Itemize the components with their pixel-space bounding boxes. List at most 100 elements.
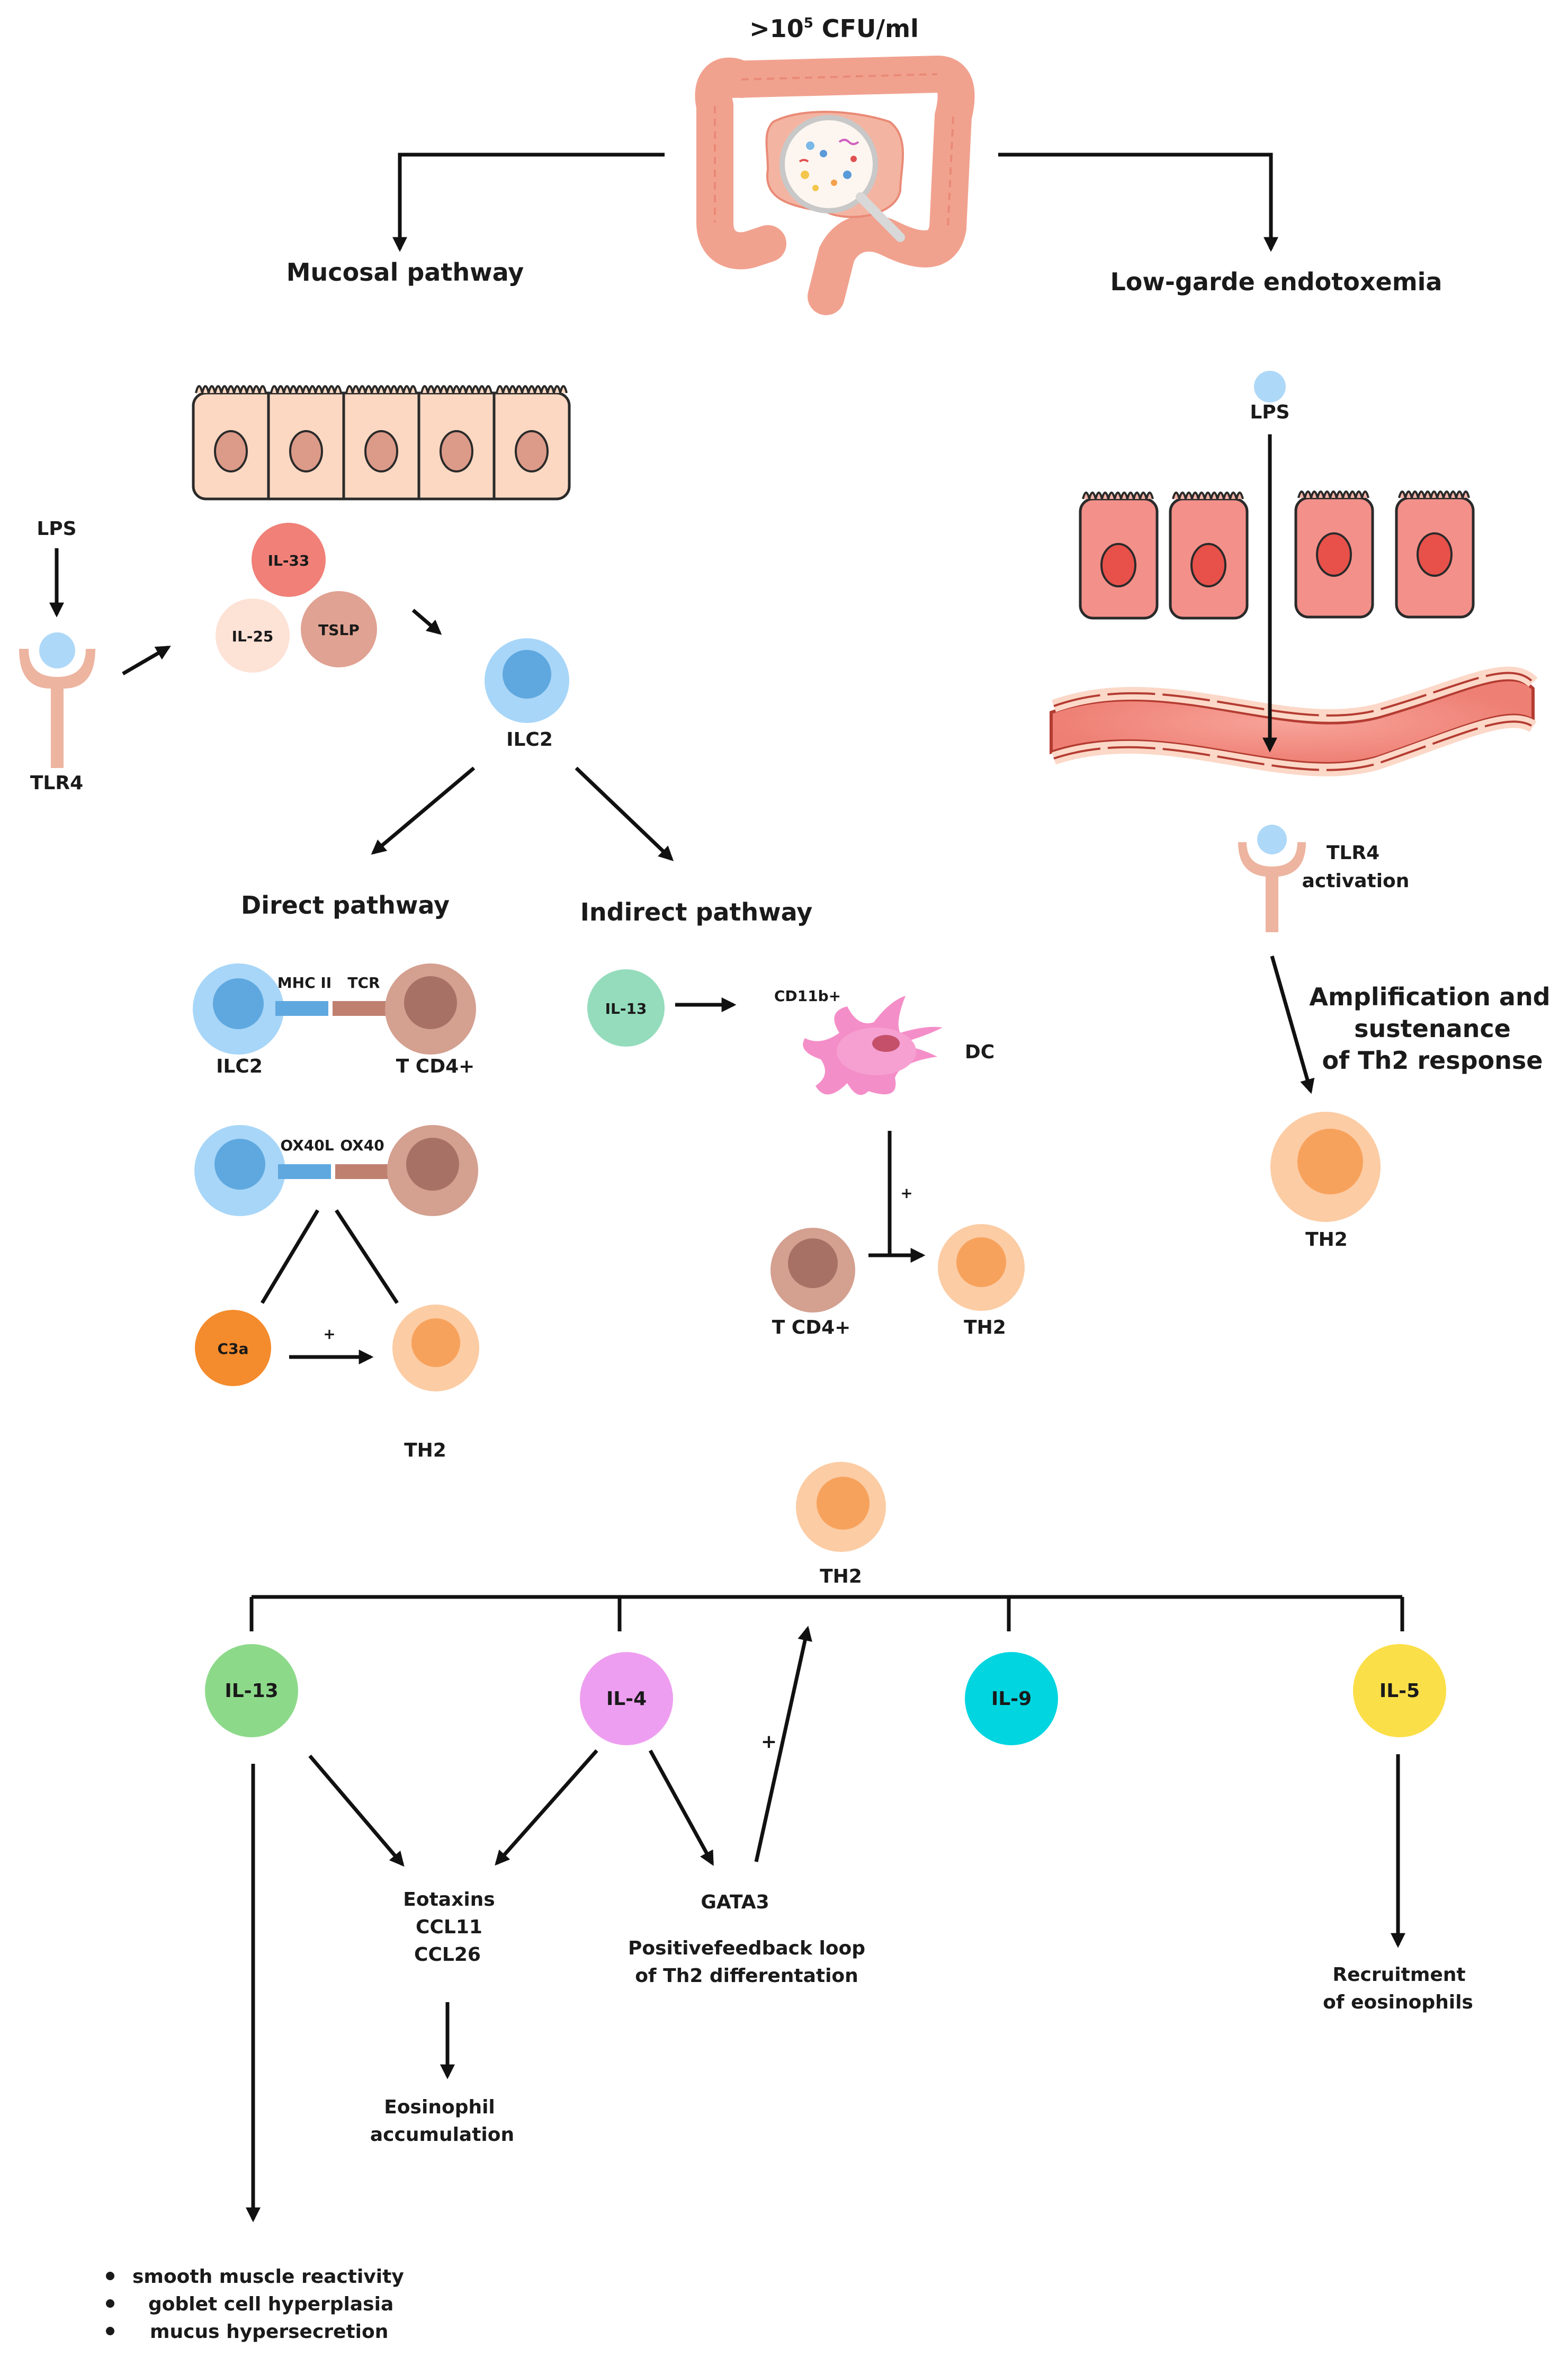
dendritic-cell-icon [803,996,943,1095]
il13-to-eotaxins-arrow [308,1754,405,1867]
il4-label: IL-4 [606,1688,647,1710]
il25-label: IL-25 [232,628,274,645]
ox40-left-line [260,1209,320,1304]
ox40-bar [335,1164,389,1179]
lps-particle [1254,371,1286,403]
il5-label: IL-5 [1379,1680,1420,1702]
ox40-tcd4-nucleus [406,1138,459,1191]
effect-item: smooth muscle reactivity [132,2266,404,2288]
dc-label: DC [965,1041,994,1063]
direct-th2-label: TH2 [404,1440,446,1461]
damaged-epithelium-icon [1079,490,1475,620]
mhc2-label: MHC II [277,974,331,992]
mhc2-bar [275,1001,328,1016]
endo-tlr4-receptor-icon [1238,825,1306,932]
c3a-plus: + [323,1325,335,1343]
amplification-label-2: sustenance [1354,1014,1511,1043]
il4-to-eotaxins-arrow [495,1749,598,1866]
bullet-dot [106,2327,114,2335]
direct-ilc2-nucleus [213,978,264,1029]
direct-th2-nucleus [411,1318,460,1367]
tslp-label: TSLP [318,621,360,639]
endo-lps-label: LPS [1250,401,1289,423]
indirect-il13-label: IL-13 [605,1000,647,1017]
mucosal-lps-label: LPS [37,518,76,540]
direct-pathway-title: Direct pathway [241,891,450,919]
indirect-tcd4-label: T CD4+ [772,1317,851,1338]
bottom-il13-node [205,1644,298,1737]
il5-node [1353,1644,1446,1737]
amplification-label-1: Amplification and [1309,983,1550,1011]
bottom-il13-label: IL-13 [225,1680,278,1702]
bullet-dot [106,2299,114,2308]
eos-accum-label-2: accumulation [370,2124,514,2146]
bottom-th2-nucleus [817,1477,870,1530]
cytokines-to-ilc2-arrow [411,609,442,635]
bottom-th2-label: TH2 [820,1566,862,1587]
il25-node [216,599,290,673]
indirect-th2-label: TH2 [964,1317,1006,1338]
mucosal-pathway-title: Mucosal pathway [286,258,524,287]
effect-item: goblet cell hyperplasia [148,2293,393,2315]
ilc2-to-indirect-arrow [575,766,674,861]
eotaxins-label-3: CCL26 [414,1944,481,1966]
tslp-node [301,591,377,667]
cfu-label: >105 CFU/ml [749,14,919,43]
ox40-right-line [335,1209,399,1304]
il4-node [580,1652,673,1745]
tcr-bar [333,1001,387,1016]
feedback-plus: + [761,1731,777,1753]
tlr4-activation-label-1: TLR4 [1327,842,1379,864]
amplification-label-3: of Th2 response [1322,1046,1543,1075]
ilc2-cell-nucleus [503,650,551,699]
ilc2-to-direct-arrow [371,766,476,855]
feedback-label-2: of Th2 differentation [635,1965,858,1987]
endo-th2-label: TH2 [1305,1229,1348,1251]
blood-vessel-icon [1050,666,1538,776]
recruit-label-2: of eosinophils [1323,1992,1473,2013]
cd11b-label: CD11b+ [774,987,841,1005]
c3a-node [195,1310,271,1386]
indirect-plus: + [900,1184,912,1202]
tlr4-receptor-icon [19,632,95,768]
effects-bullet-list: smooth muscle reactivity goblet cell hyp… [106,2266,404,2343]
arrow-to-mucosal [392,153,665,252]
tlr4-activation-label-2: activation [1302,870,1410,892]
effect-item: mucus hypersecretion [150,2321,388,2343]
direct-tcd4-nucleus [404,976,457,1029]
arrow-to-endotoxemia [998,153,1278,252]
il9-label: IL-9 [991,1688,1032,1710]
il33-node [252,523,326,597]
tlr4-to-th2-arrow [1270,956,1315,1094]
gata3-to-th2-arrow [754,1626,812,1862]
c3a-label: C3a [218,1340,249,1358]
eotaxins-label-1: Eotaxins [403,1889,495,1910]
epithelium-icon [192,385,571,501]
tcr-label: TCR [347,974,380,992]
gata3-label: GATA3 [701,1891,769,1913]
ox40l-label: OX40L [280,1137,334,1154]
indirect-il13-node [587,969,665,1047]
eotaxins-label-2: CCL11 [416,1916,482,1938]
ox40l-ilc2-nucleus [214,1139,265,1190]
ox40-label: OX40 [340,1137,384,1154]
ox40l-bar [278,1164,331,1179]
eos-accum-label-1: Eosinophil [384,2096,495,2118]
mucosal-tlr4-label: TLR4 [30,772,83,794]
feedback-label-1: Positivefeedback loop [628,1938,865,1959]
indirect-pathway-title: Indirect pathway [580,898,813,926]
direct-ilc2-label: ILC2 [216,1056,263,1077]
endotoxemia-title: Low-garde endotoxemia [1110,267,1442,296]
direct-tcd4-label: T CD4+ [396,1056,475,1077]
ilc2-label: ILC2 [506,729,553,751]
tlr4-to-cytokines-arrow [122,645,171,676]
indirect-th2-nucleus [956,1237,1006,1287]
il4-to-gata3-arrow [648,1749,714,1866]
endo-th2-nucleus [1297,1129,1363,1194]
il33-label: IL-33 [268,552,310,569]
indirect-tcd4-nucleus [788,1238,838,1288]
bullet-dot [106,2272,114,2280]
il9-node [965,1652,1058,1745]
recruit-label-1: Recruitment [1332,1964,1465,1986]
